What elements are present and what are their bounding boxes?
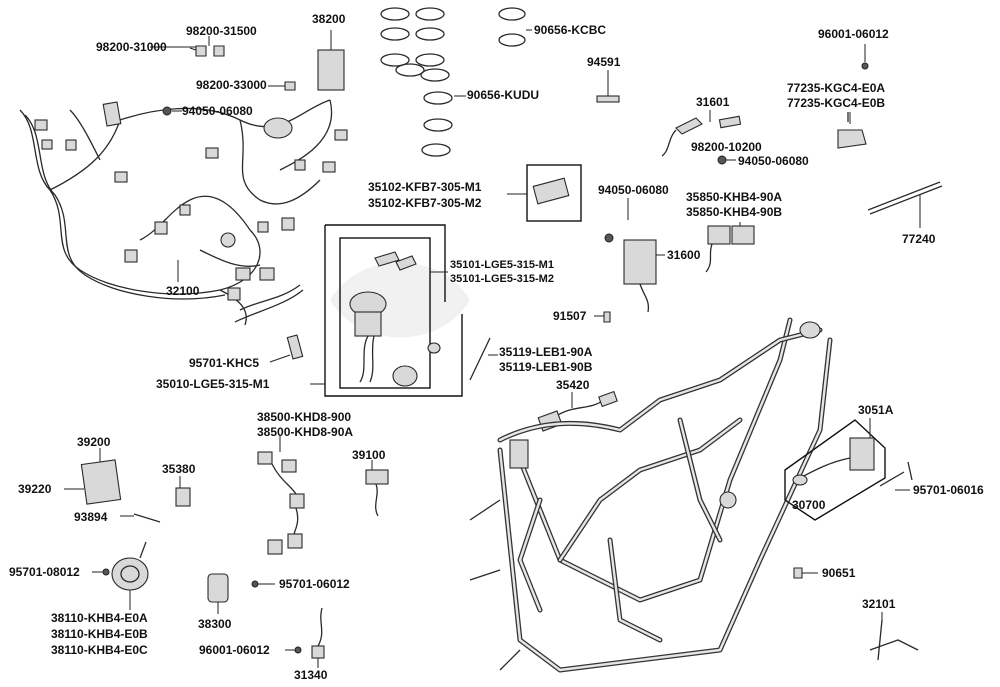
clamp-straps (380, 7, 532, 157)
label-38500-KHD8-90A: 38500-KHD8-90A (257, 425, 354, 439)
label-32101: 32101 (862, 597, 896, 611)
label-95701-KHC5: 95701-KHC5 (189, 356, 260, 370)
main-wiring-harness (19, 99, 348, 326)
label-96001-06012-b: 96001-06012 (199, 643, 270, 657)
label-38110-KHB4-E0B: 38110-KHB4-E0B (51, 627, 148, 641)
part-77235 (837, 44, 869, 149)
label-95701-06016: 95701-06016 (913, 483, 984, 497)
label-35850-KHB4-90A: 35850-KHB4-90A (686, 190, 783, 204)
label-39100: 39100 (352, 448, 386, 462)
label-30700: 30700 (792, 498, 826, 512)
part-3051A (784, 418, 886, 521)
part-77240 (867, 181, 943, 228)
part-39100 (365, 460, 389, 517)
label-94050-06080-a: 94050-06080 (182, 104, 253, 118)
label-31601: 31601 (696, 95, 730, 109)
label-98200-10200: 98200-10200 (691, 140, 762, 154)
part-95701-KHC5 (269, 334, 304, 363)
label-32100: 32100 (166, 284, 200, 298)
label-90656-KUDU: 90656-KUDU (467, 88, 540, 102)
label-98200-33000: 98200-33000 (196, 78, 267, 92)
label-38110-KHB4-E0C: 38110-KHB4-E0C (51, 643, 148, 657)
label-91507: 91507 (553, 309, 587, 323)
label-38200: 38200 (312, 12, 346, 26)
label-95701-06012: 95701-06012 (279, 577, 350, 591)
part-35380 (120, 476, 191, 523)
part-95701-06016 (879, 461, 913, 491)
label-38300: 38300 (198, 617, 232, 631)
label-90651: 90651 (822, 566, 856, 580)
label-35850-KHB4-90B: 35850-KHB4-90B (686, 205, 783, 219)
label-77240: 77240 (902, 232, 936, 246)
label-90656-KCBC: 90656-KCBC (534, 23, 607, 37)
label-98200-31000: 98200-31000 (96, 40, 167, 54)
label-31600: 31600 (667, 248, 701, 262)
label-35119-LEB1-90A: 35119-LEB1-90A (499, 345, 593, 359)
part-31340 (285, 607, 325, 668)
part-31601 (661, 110, 742, 165)
part-31600-group (594, 198, 755, 323)
part-94591 (596, 70, 620, 103)
label-3051A: 3051A (858, 403, 894, 417)
label-39200: 39200 (77, 435, 111, 449)
label-35102-KFB7-305-M1: 35102-KFB7-305-M1 (368, 180, 482, 194)
part-90651 (793, 567, 818, 579)
label-77235-KGC4-E0A: 77235-KGC4-E0A (787, 81, 886, 95)
label-94050-06080-c: 94050-06080 (598, 183, 669, 197)
label-94591: 94591 (587, 55, 621, 69)
label-35101-LGE5-315-M1: 35101-LGE5-315-M1 (450, 259, 554, 271)
label-98200-31500: 98200-31500 (186, 24, 257, 38)
part-38300 (207, 573, 229, 614)
part-39200 (64, 448, 122, 505)
part-95701-06012 (251, 580, 275, 588)
part-35102 (507, 164, 582, 222)
part-35119 (469, 337, 498, 381)
clip-parts (162, 36, 296, 116)
label-38500-KHD8-900: 38500-KHD8-900 (257, 410, 352, 424)
label-35119-LEB1-90B: 35119-LEB1-90B (499, 360, 593, 374)
label-77235-KGC4-E0B: 77235-KGC4-E0B (787, 96, 886, 110)
part-32101 (869, 612, 919, 661)
label-35102-KFB7-305-M2: 35102-KFB7-305-M2 (368, 196, 482, 210)
ignition-switch-box (310, 224, 463, 397)
label-31340: 31340 (294, 668, 328, 682)
label-96001-06012-a: 96001-06012 (818, 27, 889, 41)
leader-lines (150, 46, 196, 282)
label-38110-KHB4-E0A: 38110-KHB4-E0A (51, 611, 148, 625)
label-95701-08012: 95701-08012 (9, 565, 80, 579)
label-39220: 39220 (18, 482, 52, 496)
label-35010-LGE5-315-M1: 35010-LGE5-315-M1 (156, 377, 270, 391)
part-38200 (317, 30, 345, 91)
part-38110-horn (92, 541, 149, 610)
label-35420: 35420 (556, 378, 590, 392)
label-35101-LGE5-315-M2: 35101-LGE5-315-M2 (450, 273, 554, 285)
label-94050-06080-b: 94050-06080 (738, 154, 809, 168)
part-38500 (257, 436, 305, 555)
label-93894: 93894 (74, 510, 108, 524)
label-35380: 35380 (162, 462, 196, 476)
body-frame (469, 317, 833, 673)
